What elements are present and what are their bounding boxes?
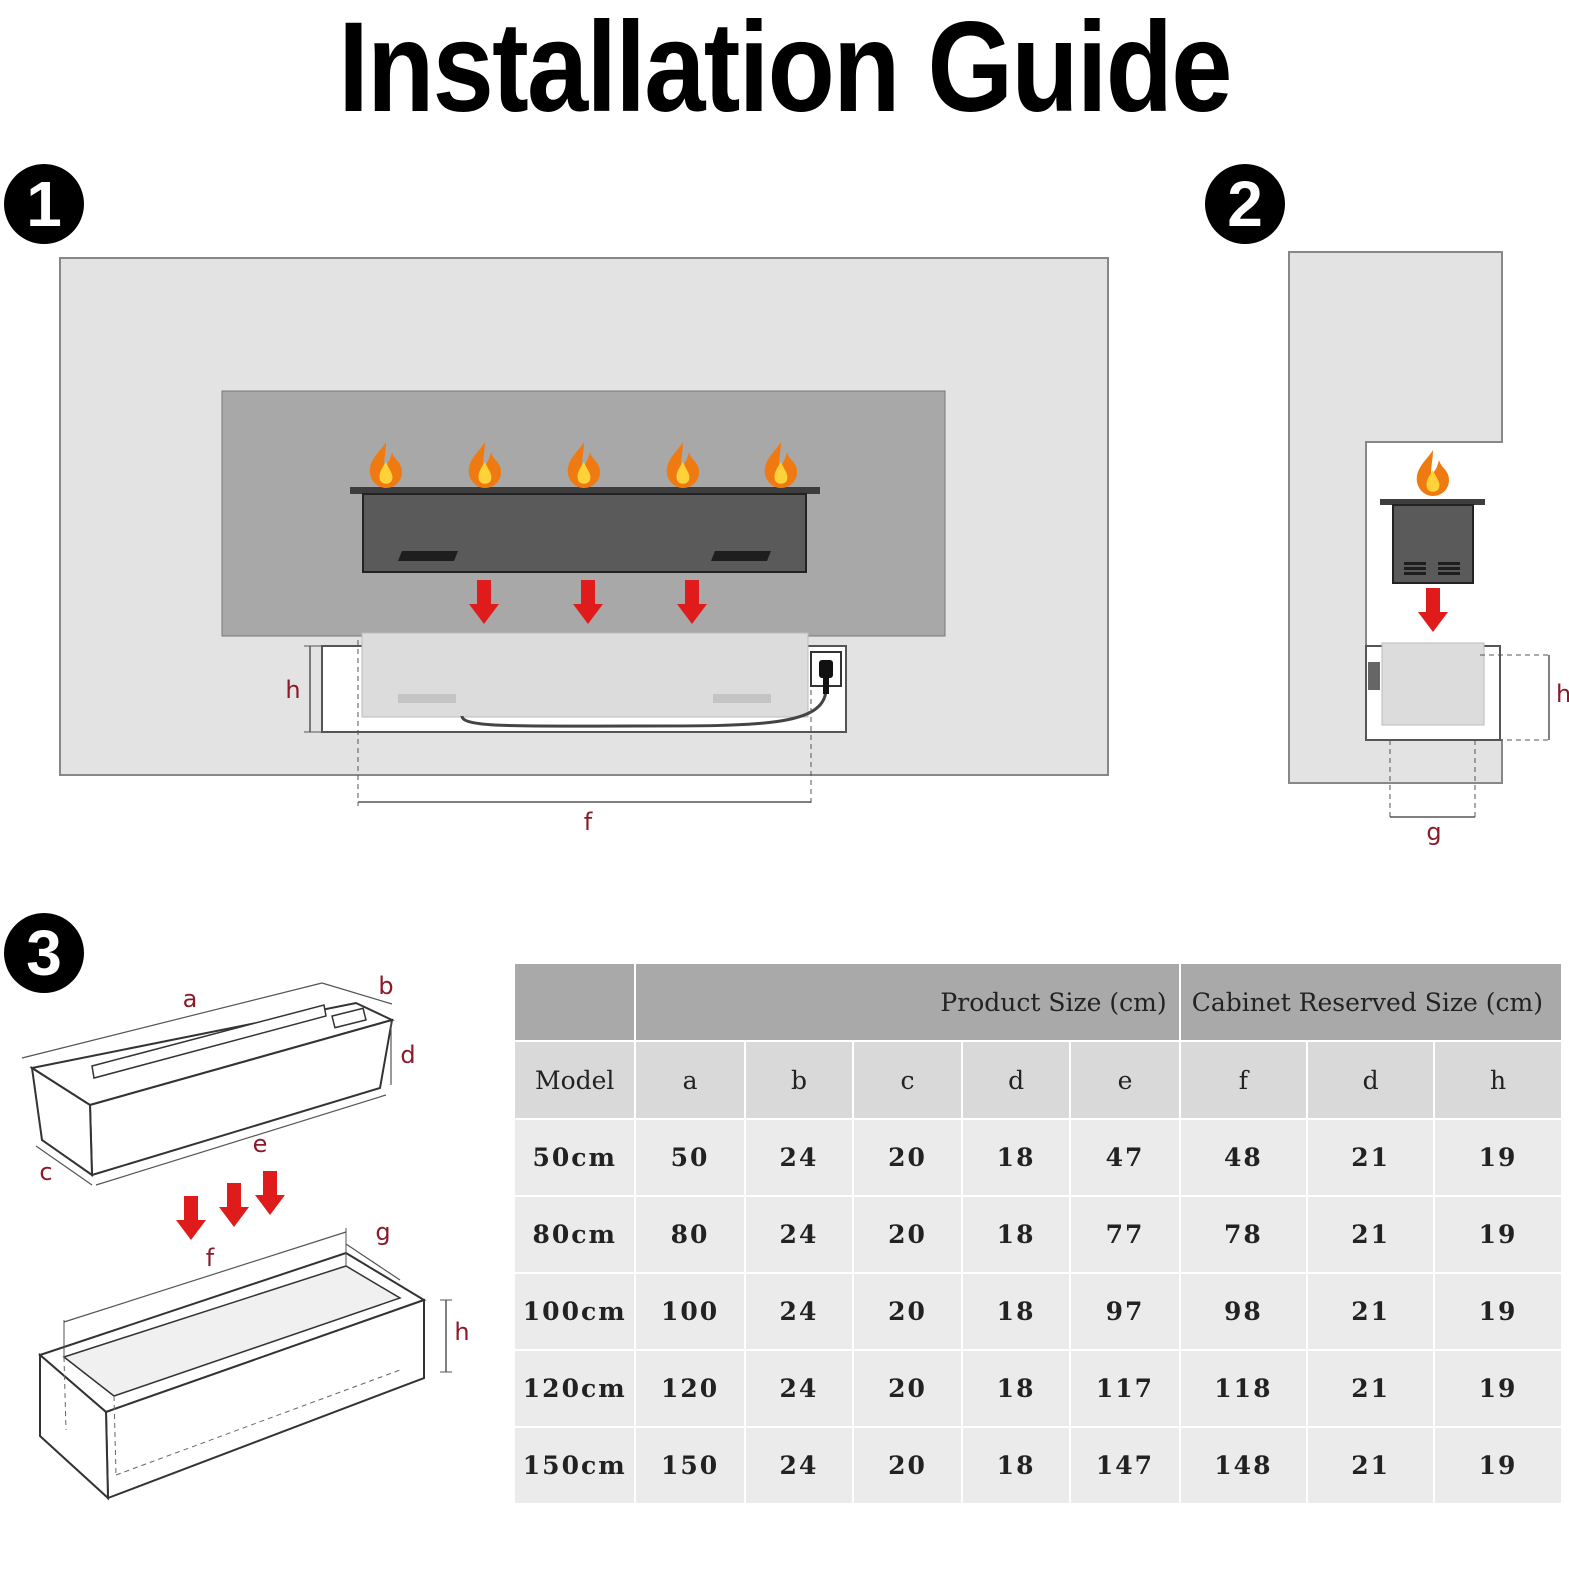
table-group-header-product: Product Size (cm) xyxy=(634,962,1181,1042)
size-cell: 78 xyxy=(1178,1195,1309,1274)
step-1-badge: 1 xyxy=(4,164,84,244)
size-cell: 118 xyxy=(1178,1349,1309,1428)
size-cell: 24 xyxy=(743,1272,855,1351)
size-cell: 150 xyxy=(634,1426,746,1505)
dim-label-d: d xyxy=(400,1041,415,1069)
depth-label-g: g xyxy=(1426,818,1441,846)
dim-label-c: c xyxy=(39,1158,52,1186)
down-arrow-icon xyxy=(255,1171,285,1215)
down-arrow-icon xyxy=(176,1196,206,1240)
step-3-badge: 3 xyxy=(4,913,84,993)
size-cell: 20 xyxy=(852,1349,963,1428)
size-cell: 100 xyxy=(634,1272,746,1351)
size-cell: 20 xyxy=(852,1195,963,1274)
size-cell: 19 xyxy=(1433,1426,1563,1505)
burner-body xyxy=(1392,504,1474,584)
size-cell: 19 xyxy=(1433,1272,1563,1351)
size-cell: 18 xyxy=(960,1272,1072,1351)
step-3-diagram: a b d e c f g h xyxy=(21,972,470,1501)
size-cell: 24 xyxy=(743,1195,855,1274)
size-cell: 24 xyxy=(743,1349,855,1428)
table-group-header xyxy=(512,962,637,1042)
size-cell: 24 xyxy=(743,1118,855,1197)
size-cell: 19 xyxy=(1433,1195,1563,1274)
model-cell: 150cm xyxy=(512,1426,637,1505)
size-cell: 120 xyxy=(634,1349,746,1428)
size-cell: 18 xyxy=(960,1195,1072,1274)
table-group-header-cabinet: Cabinet Reserved Size (cm) xyxy=(1178,962,1564,1042)
size-cell: 98 xyxy=(1178,1272,1309,1351)
table-column-header-row: Model a b c d e f d h xyxy=(512,1040,1563,1120)
size-cell: 20 xyxy=(852,1272,963,1351)
size-cell: 50 xyxy=(634,1118,746,1197)
step-2-badge: 2 xyxy=(1205,164,1285,244)
column-header: e xyxy=(1069,1040,1181,1120)
dim-label-e: e xyxy=(253,1130,268,1158)
column-header: d xyxy=(960,1040,1072,1120)
size-cell: 20 xyxy=(852,1118,963,1197)
size-cell: 47 xyxy=(1069,1118,1181,1197)
column-header: f xyxy=(1178,1040,1309,1120)
dim-label-b: b xyxy=(378,972,393,1000)
size-cell: 18 xyxy=(960,1426,1072,1505)
size-cell: 18 xyxy=(960,1349,1072,1428)
model-cell: 100cm xyxy=(512,1272,637,1351)
table-group-header-row: Product Size (cm) Cabinet Reserved Size … xyxy=(512,962,1564,1042)
size-cell: 80 xyxy=(634,1195,746,1274)
column-header: a xyxy=(634,1040,746,1120)
dim-label-g: g xyxy=(375,1218,390,1246)
size-cell: 24 xyxy=(743,1426,855,1505)
flame-icon xyxy=(1416,450,1449,496)
size-cell: 21 xyxy=(1306,1349,1436,1428)
column-header: h xyxy=(1433,1040,1563,1120)
column-header: b xyxy=(743,1040,855,1120)
column-header: c xyxy=(852,1040,963,1120)
size-cell: 77 xyxy=(1069,1195,1181,1274)
size-cell: 19 xyxy=(1433,1349,1563,1428)
down-arrow-icon xyxy=(219,1183,249,1227)
size-cell: 147 xyxy=(1069,1426,1181,1505)
down-arrow-icon xyxy=(1418,588,1448,632)
size-cell: 148 xyxy=(1178,1426,1309,1505)
size-table: Product Size (cm) Cabinet Reserved Size … xyxy=(512,962,1564,1505)
height-label-h: h xyxy=(285,676,300,704)
power-outlet-icon xyxy=(810,651,842,694)
step-2-diagram: h g xyxy=(1288,251,1569,846)
dim-label-f: f xyxy=(206,1244,215,1272)
burner-ghost xyxy=(361,632,809,718)
dim-label-h: h xyxy=(454,1318,469,1346)
model-cell: 80cm xyxy=(512,1195,637,1274)
size-cell: 117 xyxy=(1069,1349,1181,1428)
size-cell: 97 xyxy=(1069,1272,1181,1351)
column-header: d xyxy=(1306,1040,1436,1120)
model-cell: 50cm xyxy=(512,1118,637,1197)
page-title: Installation Guide xyxy=(338,0,1232,139)
size-cell: 20 xyxy=(852,1426,963,1505)
size-cell: 21 xyxy=(1306,1118,1436,1197)
size-cell: 19 xyxy=(1433,1118,1563,1197)
size-cell: 18 xyxy=(960,1118,1072,1197)
step-1-diagram: h f xyxy=(59,257,1109,836)
size-cell: 48 xyxy=(1178,1118,1309,1197)
column-header-model: Model xyxy=(512,1040,637,1120)
power-cable xyxy=(460,689,828,728)
model-cell: 120cm xyxy=(512,1349,637,1428)
size-cell: 21 xyxy=(1306,1272,1436,1351)
width-label-f: f xyxy=(584,808,593,836)
burner-lid xyxy=(350,487,820,494)
size-cell: 21 xyxy=(1306,1195,1436,1274)
dim-label-a: a xyxy=(183,985,198,1013)
size-cell: 21 xyxy=(1306,1426,1436,1505)
height-label-h: h xyxy=(1556,680,1569,708)
